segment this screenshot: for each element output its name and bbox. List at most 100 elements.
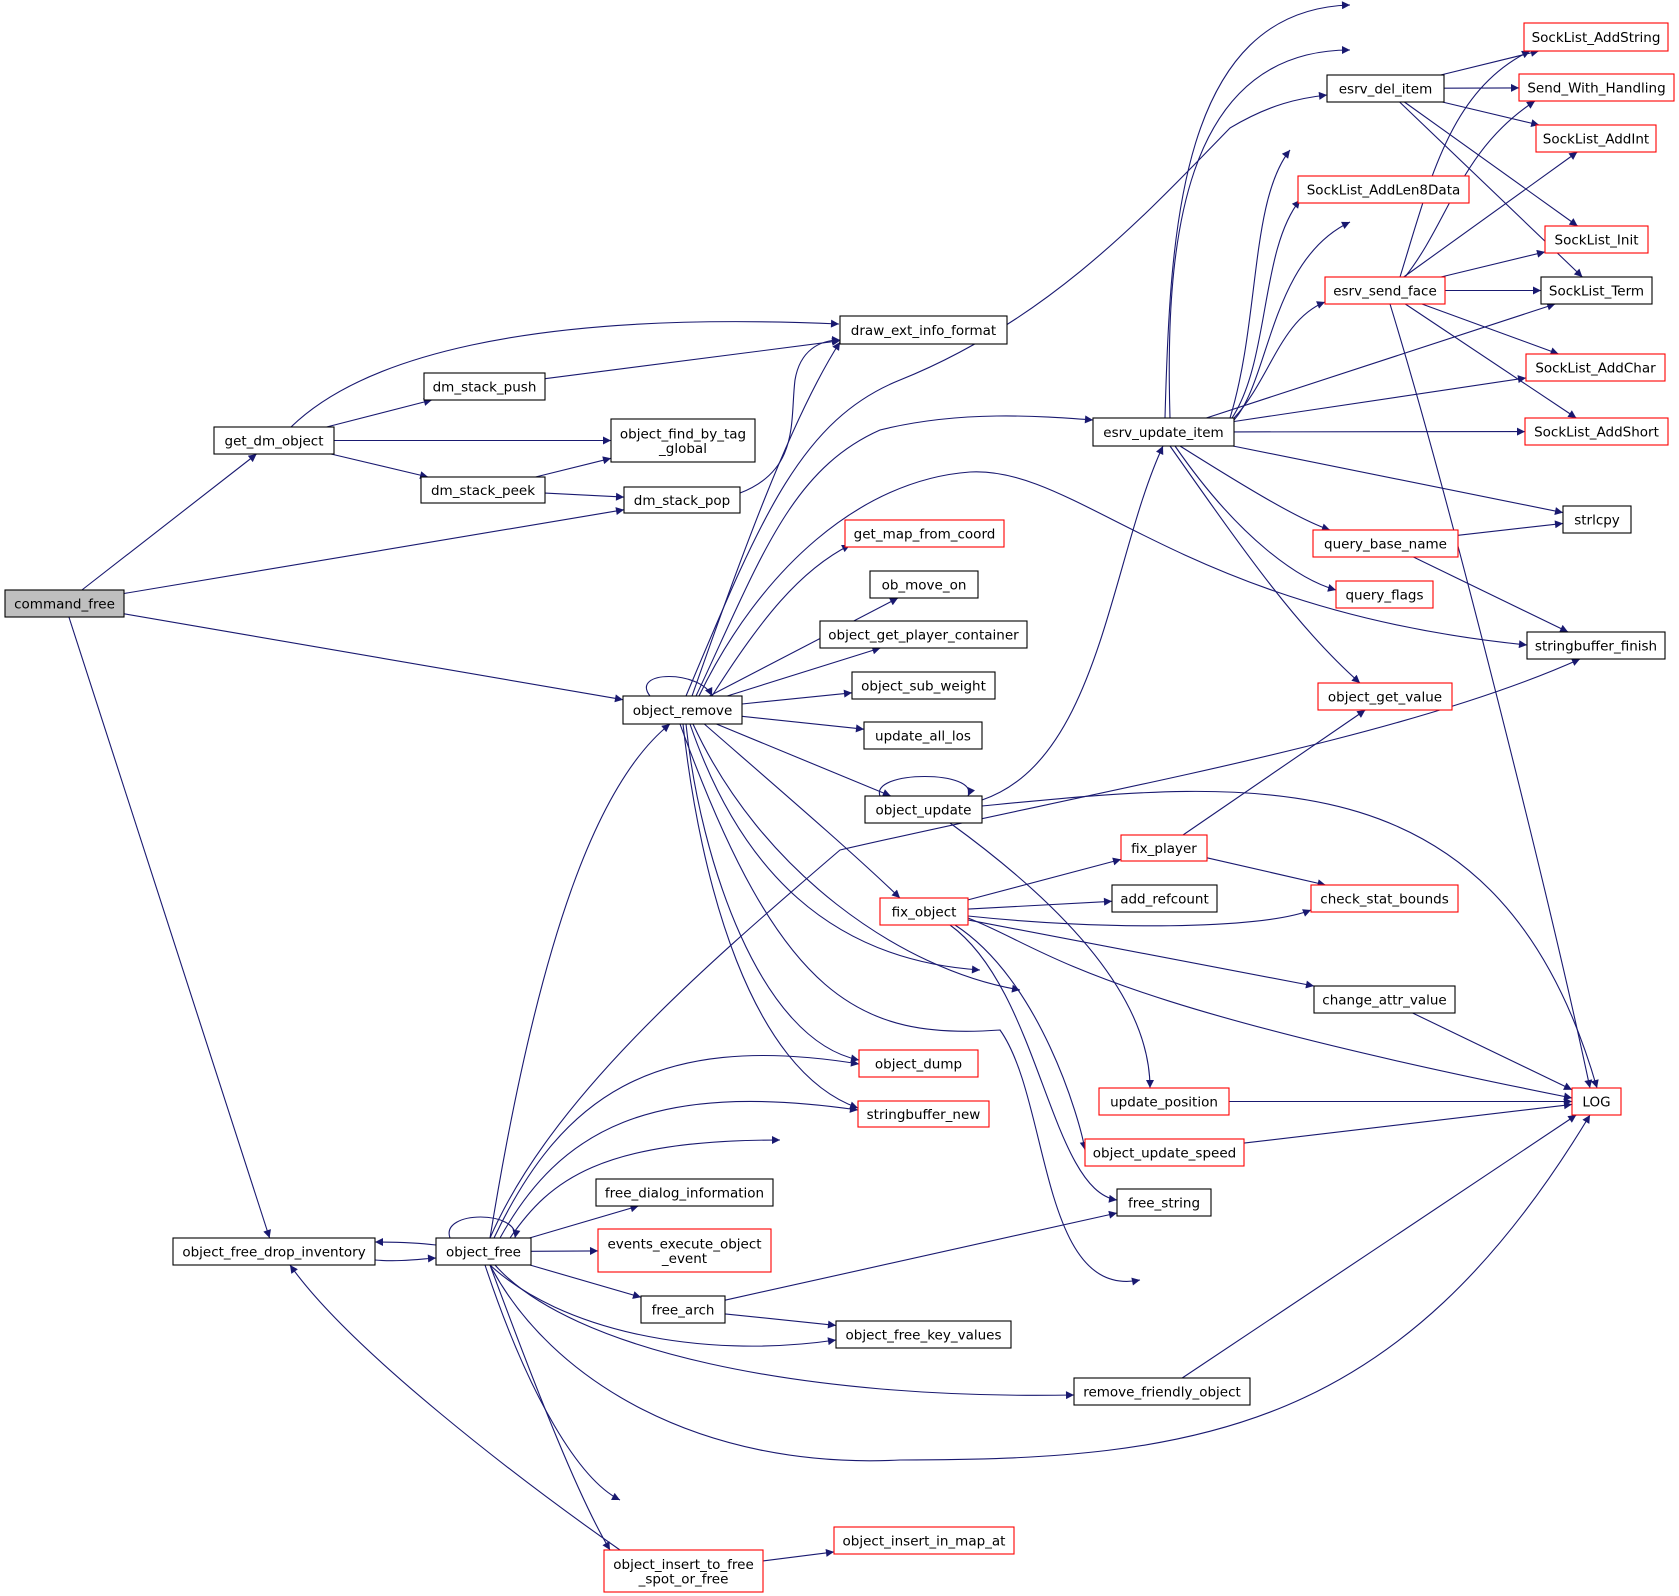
node-Send-With-Handling[interactable]: Send_With_Handling [1518, 73, 1675, 102]
node-command-free[interactable]: command_free [4, 589, 125, 618]
node-label: draw_ext_info_format [851, 323, 996, 339]
node-query-base-name[interactable]: query_base_name [1312, 529, 1459, 558]
node-label: ob_move_on [882, 578, 967, 594]
edge-path [954, 924, 1088, 1151]
node-free-arch[interactable]: free_arch [640, 1295, 726, 1324]
edge-path [691, 341, 841, 697]
node-object-find-by-tag-global[interactable]: object_find_by_tag_global [610, 418, 756, 463]
edge-object_remove-to-esrv_del_item [685, 91, 1328, 697]
node-stringbuffer-new[interactable]: stringbuffer_new [857, 1100, 990, 1128]
edge-path [685, 91, 1328, 697]
node-object-free[interactable]: object_free [435, 1237, 532, 1266]
edge-path [448, 1216, 521, 1239]
node-query-flags[interactable]: query_flags [1335, 580, 1434, 609]
node-SockList-AddInt[interactable]: SockList_AddInt [1535, 124, 1657, 153]
node-box [1523, 22, 1669, 52]
edge-path [1206, 302, 1556, 419]
edge-path [529, 1264, 642, 1299]
node-get-dm-object[interactable]: get_dm_object [213, 426, 335, 455]
node-SockList-AddString[interactable]: SockList_AddString [1523, 22, 1669, 52]
node-object-get-value[interactable]: object_get_value [1317, 682, 1453, 711]
node-draw-ext-info-format[interactable]: draw_ext_info_format [839, 315, 1008, 345]
node-dm-stack-peek[interactable]: dm_stack_peek [420, 476, 546, 504]
node-esrv-update-item[interactable]: esrv_update_item [1092, 417, 1235, 447]
node-object-sub-weight[interactable]: object_sub_weight [851, 671, 996, 700]
node-object-update[interactable]: object_update [864, 795, 983, 824]
node-label: free_dialog_information [605, 1186, 764, 1202]
edge-path [123, 613, 624, 703]
node-fix-player[interactable]: fix_player [1120, 834, 1208, 862]
node-ob-move-on[interactable]: ob_move_on [869, 570, 979, 599]
edge-path [981, 790, 1599, 1089]
node-label: SockList_AddChar [1535, 361, 1656, 377]
edge-object_remove-to-object_dump [685, 723, 860, 1063]
node-SockList-AddLen8Data[interactable]: SockList_AddLen8Data [1297, 175, 1470, 204]
node-label: object_insert_to_free [613, 1557, 754, 1573]
node-object-remove[interactable]: object_remove [622, 695, 743, 725]
node-label: SockList_Term [1549, 284, 1644, 300]
node-update-position[interactable]: update_position [1098, 1087, 1230, 1116]
edge-path [739, 336, 841, 494]
node-SockList-Init[interactable]: SockList_Init [1544, 225, 1649, 254]
node-object-dump[interactable]: object_dump [858, 1049, 979, 1078]
edge-esrv_send_face-to-SockList_Init [1440, 249, 1546, 278]
node-label: SockList_AddShort [1534, 425, 1659, 441]
node-box [1326, 74, 1445, 103]
node-LOG[interactable]: LOG [1571, 1087, 1622, 1116]
node-object-free-key-values[interactable]: object_free_key_values [835, 1320, 1012, 1349]
node-SockList-AddShort[interactable]: SockList_AddShort [1524, 417, 1669, 446]
edge-path [529, 1204, 639, 1239]
node-free-dialog-information[interactable]: free_dialog_information [595, 1178, 774, 1207]
node-get-map-from-coord[interactable]: get_map_from_coord [844, 519, 1005, 548]
node-SockList-AddChar[interactable]: SockList_AddChar [1525, 353, 1666, 382]
node-events-execute-object-event[interactable]: events_execute_object_event [597, 1228, 772, 1273]
node-label: esrv_send_face [1333, 284, 1437, 300]
edge-fix_player-to-check_stat_bounds [1206, 857, 1326, 888]
node-object-update-speed[interactable]: object_update_speed [1084, 1138, 1245, 1167]
edge-path [1442, 101, 1540, 128]
edge-object_free-to-object_free [448, 1216, 521, 1239]
edge-path [326, 398, 433, 428]
node-SockList-Term[interactable]: SockList_Term [1540, 276, 1653, 305]
edge-path [1206, 857, 1326, 888]
edge-path [81, 453, 257, 591]
edge-change_attr_value-to-LOG [1412, 1012, 1573, 1091]
node-fix-object[interactable]: fix_object [879, 897, 969, 926]
node-add-refcount[interactable]: add_refcount [1111, 884, 1218, 913]
edge-fix_object-to-object_update_speed [954, 924, 1088, 1151]
edge-esrv_send_face-to-SockList_AddString [1399, 50, 1531, 278]
edge-path [967, 917, 1573, 1101]
node-update-all-los[interactable]: update_all_los [863, 721, 983, 750]
node-check-stat-bounds[interactable]: check_stat_bounds [1310, 884, 1459, 913]
node-label: query_flags [1345, 588, 1423, 604]
node-object-get-player-container[interactable]: object_get_player_container [819, 620, 1028, 649]
node-label: query_base_name [1324, 537, 1447, 553]
node-label: object_insert_in_map_at [843, 1534, 1006, 1550]
node-box [863, 721, 983, 750]
edge-path [484, 1264, 621, 1501]
node-free-string[interactable]: free_string [1116, 1188, 1212, 1217]
node-stringbuffer-finish[interactable]: stringbuffer_finish [1526, 631, 1666, 660]
node-box [1562, 505, 1632, 534]
edge-path [499, 1100, 859, 1239]
node-box [1092, 417, 1235, 447]
edge-object_remove-to-object_update_speed [692, 723, 1021, 993]
node-box [1313, 985, 1456, 1014]
node-dm-stack-push[interactable]: dm_stack_push [423, 372, 546, 401]
node-label: _spot_or_free [638, 1571, 729, 1587]
node-strlcpy[interactable]: strlcpy [1562, 505, 1632, 534]
node-label: get_map_from_coord [854, 527, 996, 543]
node-box [1335, 580, 1434, 609]
node-box [1526, 631, 1666, 660]
node-object-insert-in-map-at[interactable]: object_insert_in_map_at [833, 1526, 1015, 1555]
node-object-insert-to-free-spot-or-free[interactable]: object_insert_to_free_spot_or_free [603, 1549, 764, 1593]
node-change-attr-value[interactable]: change_attr_value [1313, 985, 1456, 1014]
node-esrv-del-item[interactable]: esrv_del_item [1326, 74, 1445, 103]
node-esrv-send-face[interactable]: esrv_send_face [1324, 276, 1446, 305]
node-object-free-drop-inventory[interactable]: object_free_drop_inventory [172, 1237, 376, 1266]
edge-path [1389, 303, 1593, 1089]
edge-free_arch-to-object_free_key_values [724, 1313, 837, 1329]
node-label: _global [658, 441, 707, 457]
node-remove-friendly-object[interactable]: remove_friendly_object [1073, 1377, 1251, 1406]
node-dm-stack-pop[interactable]: dm_stack_pop [623, 486, 741, 514]
